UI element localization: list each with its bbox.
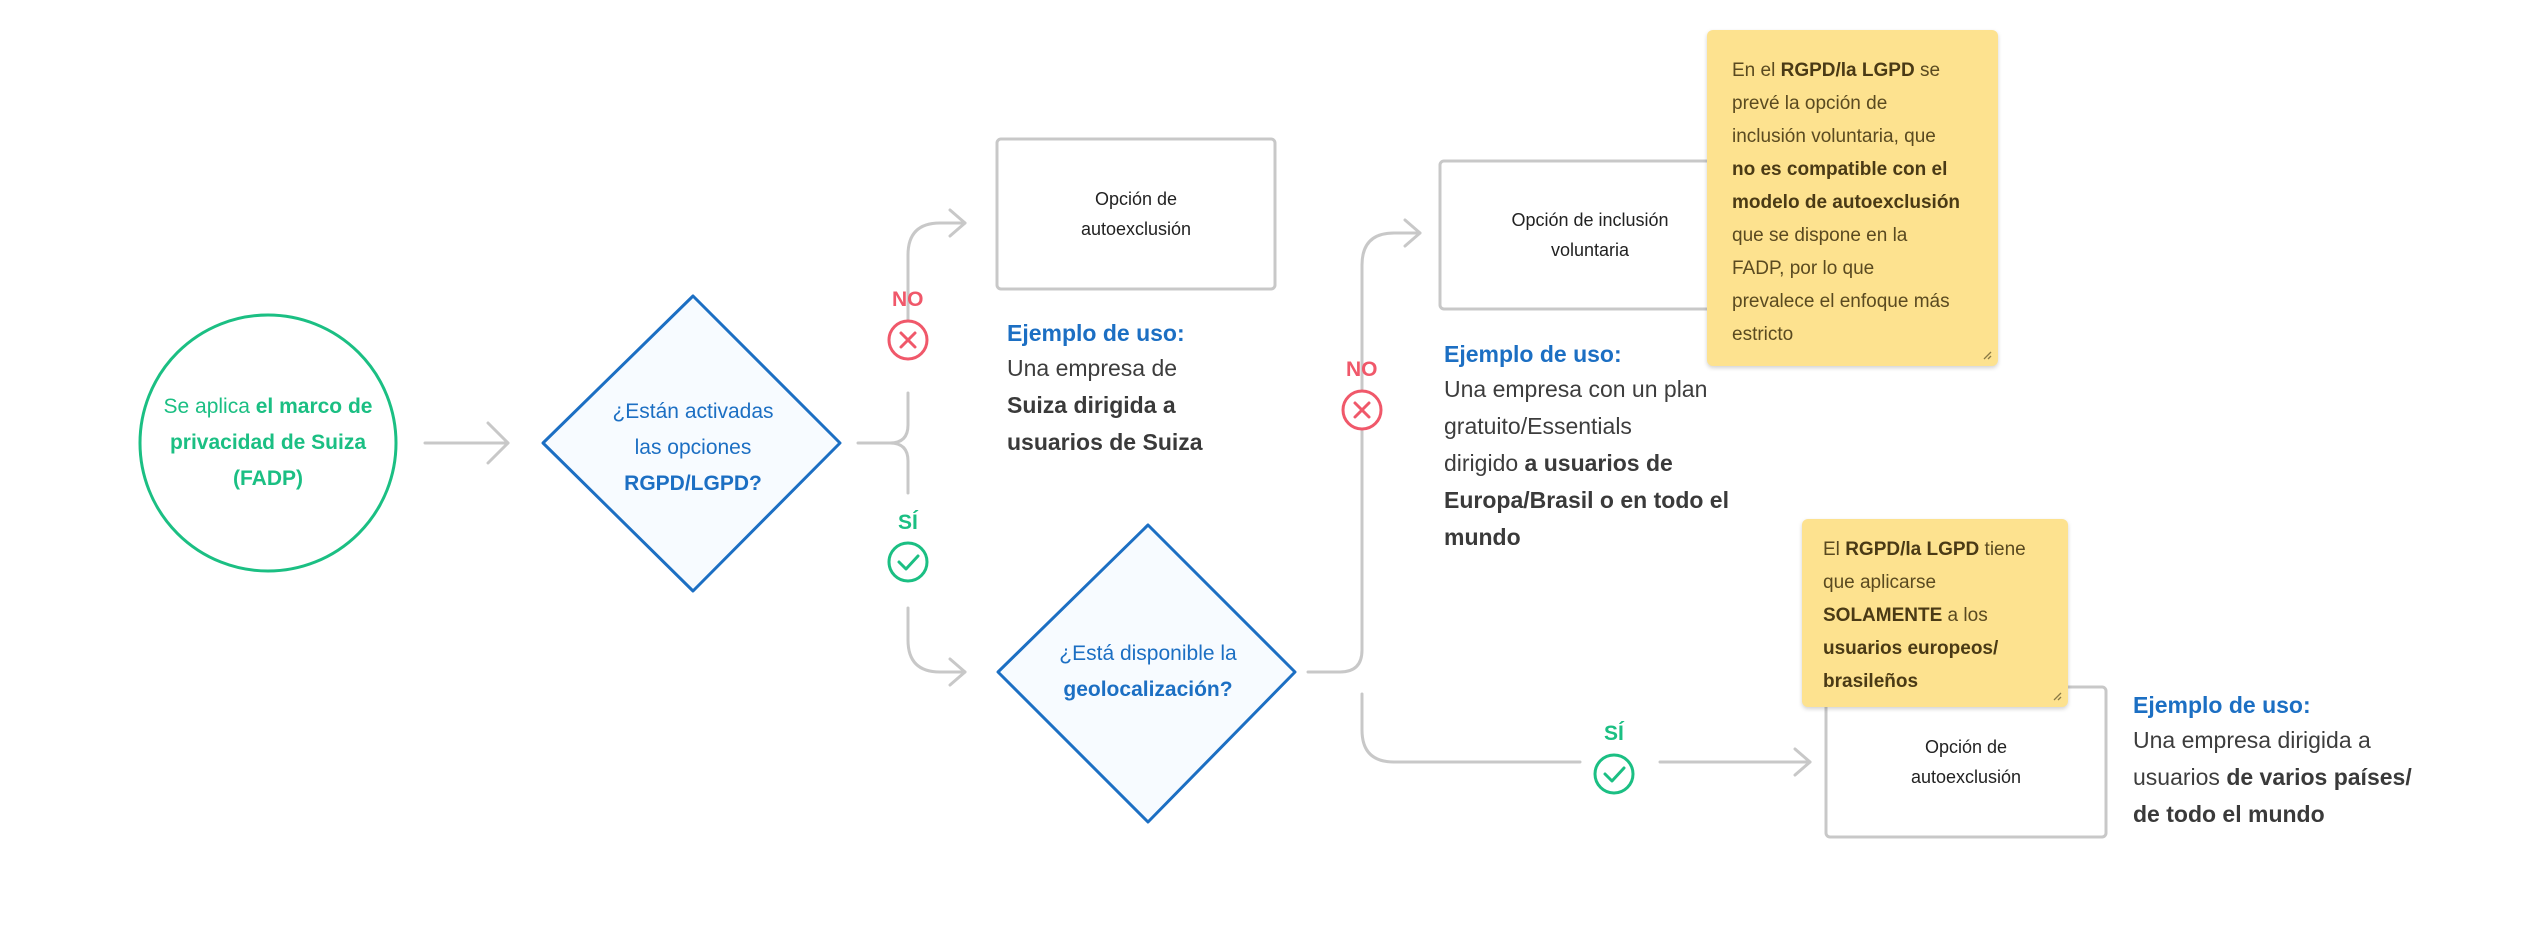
example-3-line2-bold: de varios países/ — [2226, 764, 2412, 790]
branch2-yes-label: SÍ — [1604, 722, 1624, 745]
arrowhead-diamond2 — [948, 657, 967, 687]
box-optout-2-line1: Opción de — [1924, 737, 2008, 757]
connector-branch2 — [1306, 231, 1812, 764]
example-3-title: Ejemplo de uso: — [2133, 692, 2311, 718]
decision-geolocation-bold: geolocalización? — [1063, 678, 1233, 701]
start-circle — [138, 313, 398, 573]
start-node-label: Se aplica el marco de privacidad de Suiz… — [163, 395, 373, 490]
box-optout-2: Opción de autoexclusión — [1826, 687, 2106, 837]
no-icon-1 — [887, 319, 929, 361]
arrowhead-diamond1 — [486, 421, 510, 465]
branch1-no-label: NO — [892, 288, 924, 311]
check-icon-1 — [887, 541, 929, 583]
example-2-line3-bold: a usuarios de — [1524, 450, 1673, 476]
box-optout-1-line2: autoexclusión — [1080, 219, 1192, 239]
connector-branch1 — [856, 221, 967, 674]
decision-geolocation-label: ¿Está disponible la geolocalización? — [1028, 632, 1268, 712]
example-1-line1: Una empresa de — [1007, 355, 1178, 381]
example-1-bold2: usuarios de Suiza — [1007, 429, 1203, 455]
box-optout-2-line2: autoexclusión — [1910, 767, 2022, 787]
box-optin: Opción de inclusión voluntaria — [1440, 161, 1740, 309]
decision-rgpd-line1: ¿Están activadas — [612, 400, 774, 423]
box-optin-line1: Opción de inclusión — [1511, 210, 1669, 230]
resize-handle-icon[interactable] — [2052, 691, 2062, 701]
no-icon-2 — [1341, 389, 1383, 431]
box-optout-1-shape — [995, 137, 1277, 291]
box-optin-line2: voluntaria — [1550, 240, 1630, 260]
example-1-bold1: Suiza dirigida a — [1007, 392, 1176, 418]
decision-geolocation-line1: ¿Está disponible la — [1059, 642, 1237, 665]
decision-rgpd-line2: las opciones — [634, 436, 752, 459]
arrowhead-box1 — [948, 208, 967, 238]
example-3: Ejemplo de uso: Una empresa dirigida a u… — [2133, 688, 2453, 833]
box-optout-1: Opción de autoexclusión — [997, 139, 1275, 289]
example-3-line1: Una empresa dirigida a — [2133, 727, 2371, 753]
example-1: Ejemplo de uso: Una empresa de Suiza dir… — [1007, 316, 1307, 461]
example-3-bold2: de todo el mundo — [2133, 801, 2325, 827]
branch1-yes-label: SÍ — [898, 511, 918, 534]
decision-rgpd-label: ¿Están activadas las opciones RGPD/LGPD? — [583, 393, 803, 503]
decision-rgpd-bold: RGPD/LGPD? — [624, 472, 762, 495]
decision-diamond-geolocation — [996, 523, 1297, 824]
example-2: Ejemplo de uso: Una empresa con un plan … — [1444, 337, 1764, 556]
example-1-title: Ejemplo de uso: — [1007, 320, 1185, 346]
arrowhead-box3 — [1793, 747, 1812, 777]
example-2-bold3: mundo — [1444, 524, 1521, 550]
sticky-note-optin[interactable]: En el RGPD/la LGPD se prevé la opción de… — [1707, 30, 1998, 366]
resize-handle-icon[interactable] — [1982, 350, 1992, 360]
box-optout-1-line1: Opción de — [1094, 189, 1178, 209]
example-2-line2: gratuito/Essentials — [1444, 413, 1632, 439]
example-3-line2-pre: usuarios — [2133, 764, 2227, 790]
check-icon-2 — [1593, 753, 1635, 795]
example-2-line3-pre: dirigido — [1444, 450, 1525, 476]
example-2-bold2: Europa/Brasil o en todo el — [1444, 487, 1729, 513]
decision-diamond-rgpd — [541, 294, 842, 593]
example-2-title: Ejemplo de uso: — [1444, 341, 1622, 367]
arrowhead-box2 — [1403, 218, 1422, 248]
example-2-line1: Una empresa con un plan — [1444, 376, 1708, 402]
branch2-no-label: NO — [1346, 358, 1378, 381]
sticky-note-apply-eu[interactable]: El RGPD/la LGPD tiene que aplicarse SOLA… — [1802, 519, 2068, 707]
